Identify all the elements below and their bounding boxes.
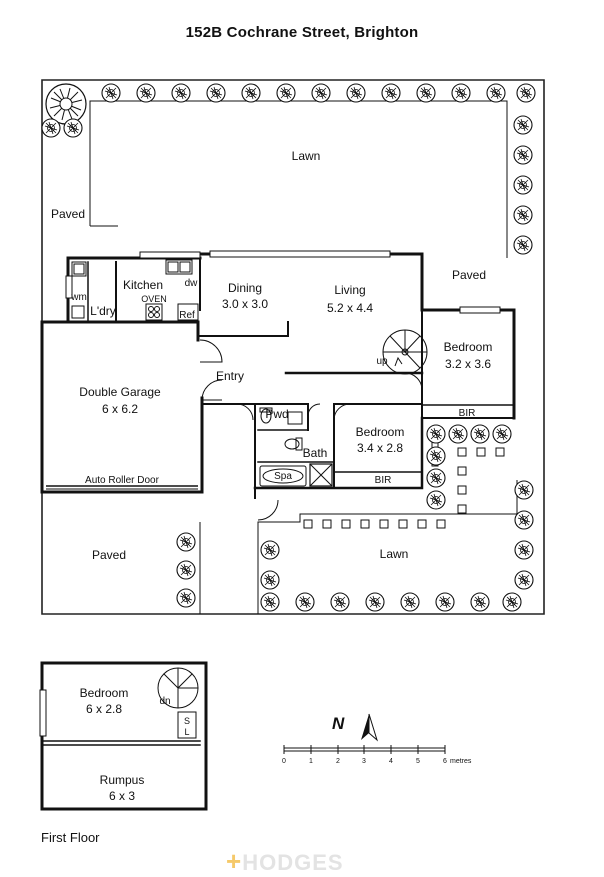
- bir-a-label: BIR: [374, 475, 392, 486]
- scale-tick: 0: [282, 758, 286, 765]
- scale-bar: [283, 745, 446, 754]
- ff-rumpus-size: 6 x 3: [108, 789, 135, 803]
- ff-bedroom-size: 6 x 2.8: [85, 702, 123, 716]
- roller-door-label: Auto Roller Door: [85, 475, 159, 486]
- lawn-south-label: Lawn: [379, 547, 409, 561]
- living-label: Living: [334, 283, 366, 297]
- stair-dn-label: dn: [159, 696, 171, 707]
- paved-west-label: Paved: [50, 207, 86, 221]
- paved-south-label: Paved: [91, 548, 127, 562]
- bedroom-a-size: 3.4 x 2.8: [356, 441, 404, 455]
- bir-b-label: BIR: [458, 408, 476, 419]
- logo-text: HODGES: [242, 850, 344, 875]
- north-arrow: [361, 713, 378, 742]
- lawn-north-label: Lawn: [291, 149, 321, 163]
- scale-tick: 6: [443, 758, 447, 765]
- bedroom-b-size: 3.2 x 3.6: [444, 357, 492, 371]
- scale-tick: 2: [336, 758, 340, 765]
- entry-label: Entry: [215, 369, 244, 383]
- sl-top-label: S: [183, 716, 190, 726]
- doors: [199, 339, 423, 521]
- oven-label: OVEN: [141, 294, 167, 304]
- fixtures: [46, 259, 307, 490]
- wm-label: wm: [71, 292, 87, 303]
- scale-tick: 1: [309, 758, 313, 765]
- ff-bedroom-label: Bedroom: [79, 686, 129, 700]
- garage-size: 6 x 6.2: [101, 402, 139, 416]
- dining-size: 3.0 x 3.0: [221, 297, 269, 311]
- dw-label: dw: [184, 278, 198, 289]
- first-floor-label: First Floor: [41, 830, 100, 845]
- windows: [65, 250, 501, 467]
- pwd-label: Pwd: [265, 407, 289, 421]
- north-letter: N: [332, 714, 345, 733]
- sl-bottom-label: L: [184, 727, 190, 737]
- stair-up-label: up: [376, 356, 388, 367]
- kitchen-label: Kitchen: [122, 278, 164, 292]
- logo-plus-icon: +: [226, 846, 243, 876]
- spiral-stair-up: [382, 329, 428, 375]
- paved-east-label: Paved: [451, 268, 487, 282]
- property-boundary: [41, 79, 545, 615]
- dining-label: Dining: [227, 281, 263, 295]
- plan-title: 152B Cochrane Street, Brighton: [185, 24, 419, 41]
- living-size: 5.2 x 4.4: [326, 301, 374, 315]
- spa-label: Spa: [274, 471, 292, 482]
- scale-tick: 3: [362, 758, 366, 765]
- bedroom-b-label: Bedroom: [443, 340, 493, 354]
- scale-tick: 4: [389, 758, 393, 765]
- ff-rumpus-label: Rumpus: [99, 773, 145, 787]
- agency-logo: +HODGES: [226, 846, 344, 877]
- scale-unit: metres: [450, 758, 472, 765]
- garage-label: Double Garage: [79, 385, 161, 399]
- scale-tick: 5: [416, 758, 420, 765]
- bath-label: Bath: [302, 446, 328, 460]
- laundry-label: L'dry: [90, 304, 116, 318]
- bedroom-a-label: Bedroom: [355, 425, 405, 439]
- first-floor-plan: [39, 661, 208, 811]
- ref-label: Ref: [179, 310, 195, 321]
